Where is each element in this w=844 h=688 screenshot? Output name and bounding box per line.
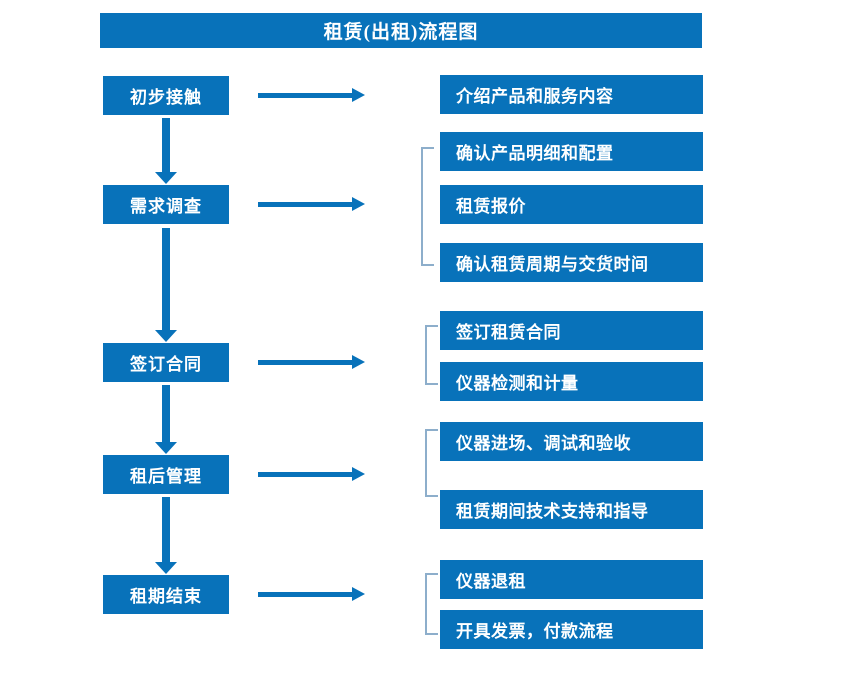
horizontal-arrow-5 [258, 587, 365, 601]
detail-box-4[interactable]: 确认租赁周期与交货时间 [440, 243, 703, 282]
stage-box-5[interactable]: 租期结束 [103, 575, 229, 614]
detail-box-2[interactable]: 确认产品明细和配置 [440, 132, 703, 171]
detail-box-10[interactable]: 开具发票，付款流程 [440, 610, 703, 649]
detail-box-6[interactable]: 仪器检测和计量 [440, 362, 703, 401]
horizontal-arrow-4 [258, 467, 365, 481]
stage-box-2[interactable]: 需求调查 [103, 185, 229, 224]
stage-box-1[interactable]: 初步接触 [103, 76, 229, 115]
detail-box-3[interactable]: 租赁报价 [440, 185, 703, 224]
stage-box-3[interactable]: 签订合同 [103, 343, 229, 382]
detail-box-5[interactable]: 签订租赁合同 [440, 311, 703, 350]
vertical-arrow-1 [155, 118, 177, 184]
vertical-arrow-3 [155, 385, 177, 454]
horizontal-arrow-2 [258, 197, 365, 211]
detail-box-9[interactable]: 仪器退租 [440, 560, 703, 599]
detail-box-8[interactable]: 租赁期间技术支持和指导 [440, 490, 703, 529]
group-bracket-2 [425, 325, 438, 385]
detail-box-7[interactable]: 仪器进场、调试和验收 [440, 422, 703, 461]
horizontal-arrow-3 [258, 355, 365, 369]
group-bracket-4 [425, 573, 438, 635]
page-title: 租赁(出租)流程图 [100, 13, 702, 48]
group-bracket-3 [425, 429, 438, 497]
vertical-arrow-4 [155, 497, 177, 574]
horizontal-arrow-1 [258, 88, 365, 102]
detail-box-1[interactable]: 介绍产品和服务内容 [440, 75, 703, 114]
stage-box-4[interactable]: 租后管理 [103, 455, 229, 494]
group-bracket-1 [421, 147, 434, 266]
vertical-arrow-2 [155, 228, 177, 342]
